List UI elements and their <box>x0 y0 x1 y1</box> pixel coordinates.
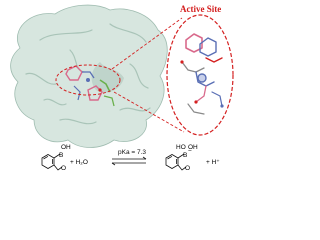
active-site-highlight <box>55 64 121 96</box>
pka-label: pKa = 7.3 <box>118 149 147 156</box>
protein-surface <box>10 4 168 148</box>
reactant-structure <box>41 153 63 171</box>
reactant-oxygen: O <box>61 165 66 172</box>
plus-proton: + H⁺ <box>206 159 220 166</box>
product-charge: − <box>188 148 192 155</box>
active-site-label: Active Site <box>180 4 222 14</box>
figure: B OH O + H₂O B − HO OH O + H⁺ Active Sit… <box>10 4 234 172</box>
product-hydroxyl-right: OH <box>188 144 198 151</box>
bound-ligands <box>65 65 115 107</box>
product-structure <box>165 153 187 171</box>
active-site-stick-model <box>180 33 224 115</box>
product-boron: B <box>183 152 187 159</box>
connector-lines <box>111 17 185 133</box>
product-oxygen: O <box>185 165 190 172</box>
product-hydroxyl-left: HO <box>176 144 186 151</box>
plus-water: + H₂O <box>70 159 88 166</box>
reactant-hydroxyl: OH <box>61 144 71 151</box>
reactant-boron: B <box>59 152 63 159</box>
equilibrium-arrows <box>111 156 147 166</box>
